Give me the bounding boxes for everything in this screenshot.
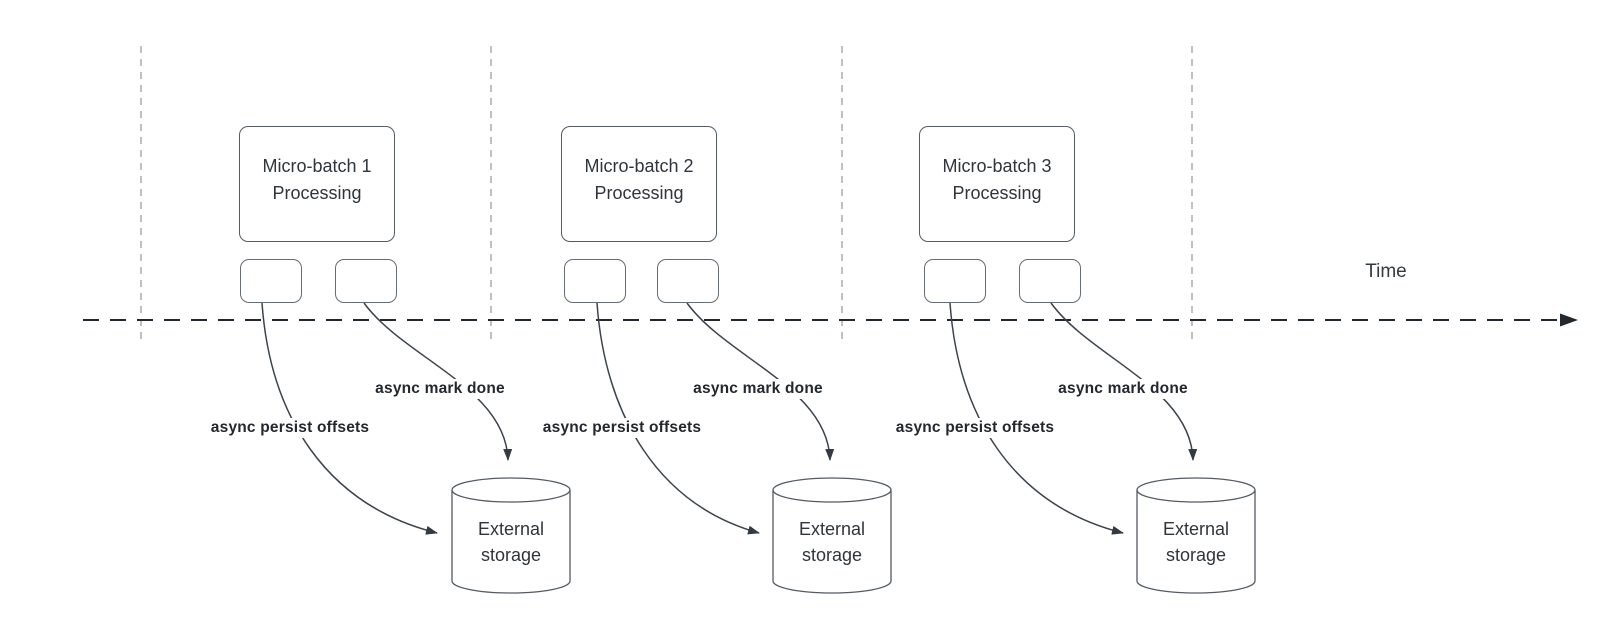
- storage-label-1-line1: External: [477, 519, 545, 539]
- persist-offsets-arrow-2: [596, 302, 760, 535]
- external-storage-label-1: External storage: [452, 497, 570, 587]
- time-axis-arrowhead-icon: [1560, 313, 1578, 327]
- mark-done-arrow-2: [686, 302, 835, 461]
- storage-label-3-line2: storage: [1165, 545, 1227, 565]
- mark-done-label-3: async mark done: [1055, 379, 1191, 399]
- cylinder-rim-1: [451, 489, 571, 503]
- process-box-2-title-line2: Processing: [594, 183, 684, 203]
- storage-label-3-line1: External: [1162, 519, 1230, 539]
- process-box-2-title-line1: Micro-batch 2: [584, 156, 694, 176]
- mark-done-arrow-3: [1050, 302, 1198, 461]
- offset-rect-left-2: [564, 259, 626, 303]
- process-box-3: Micro-batch 3 Processing: [919, 126, 1075, 242]
- offset-rect-right-2: [657, 259, 719, 303]
- process-box-1-title-line1: Micro-batch 1: [262, 156, 372, 176]
- mark-done-label-1: async mark done: [372, 379, 508, 399]
- storage-label-1-line2: storage: [480, 545, 542, 565]
- offset-rect-left-3: [924, 259, 986, 303]
- process-box-3-title-line2: Processing: [952, 183, 1042, 203]
- offset-rect-right-1: [335, 259, 397, 303]
- mark-done-label-2: async mark done: [690, 379, 826, 399]
- time-axis-label: Time: [1365, 261, 1407, 282]
- persist-offsets-label-1: async persist offsets: [207, 418, 373, 438]
- persist-offsets-arrow-1: [261, 302, 438, 535]
- process-box-3-title-line1: Micro-batch 3: [942, 156, 1052, 176]
- external-storage-cylinder-3: [1136, 477, 1256, 594]
- persist-offsets-label-3: async persist offsets: [892, 418, 1058, 438]
- external-storage-cylinder-1: [451, 477, 571, 594]
- persist-offsets-arrow-3: [949, 302, 1124, 535]
- storage-label-2-line1: External: [798, 519, 866, 539]
- process-box-1-title-line2: Processing: [272, 183, 362, 203]
- external-storage-label-3: External storage: [1137, 497, 1255, 587]
- offset-rect-left-1: [240, 259, 302, 303]
- mark-done-arrow-1: [363, 302, 513, 461]
- storage-label-2-line2: storage: [801, 545, 863, 565]
- process-box-2: Micro-batch 2 Processing: [561, 126, 717, 242]
- external-storage-cylinder-2: [772, 477, 892, 594]
- cylinder-rim-2: [772, 489, 892, 503]
- process-box-1: Micro-batch 1 Processing: [239, 126, 395, 242]
- external-storage-label-2: External storage: [773, 497, 891, 587]
- cylinder-rim-3: [1136, 489, 1256, 503]
- offset-rect-right-3: [1019, 259, 1081, 303]
- persist-offsets-label-2: async persist offsets: [539, 418, 705, 438]
